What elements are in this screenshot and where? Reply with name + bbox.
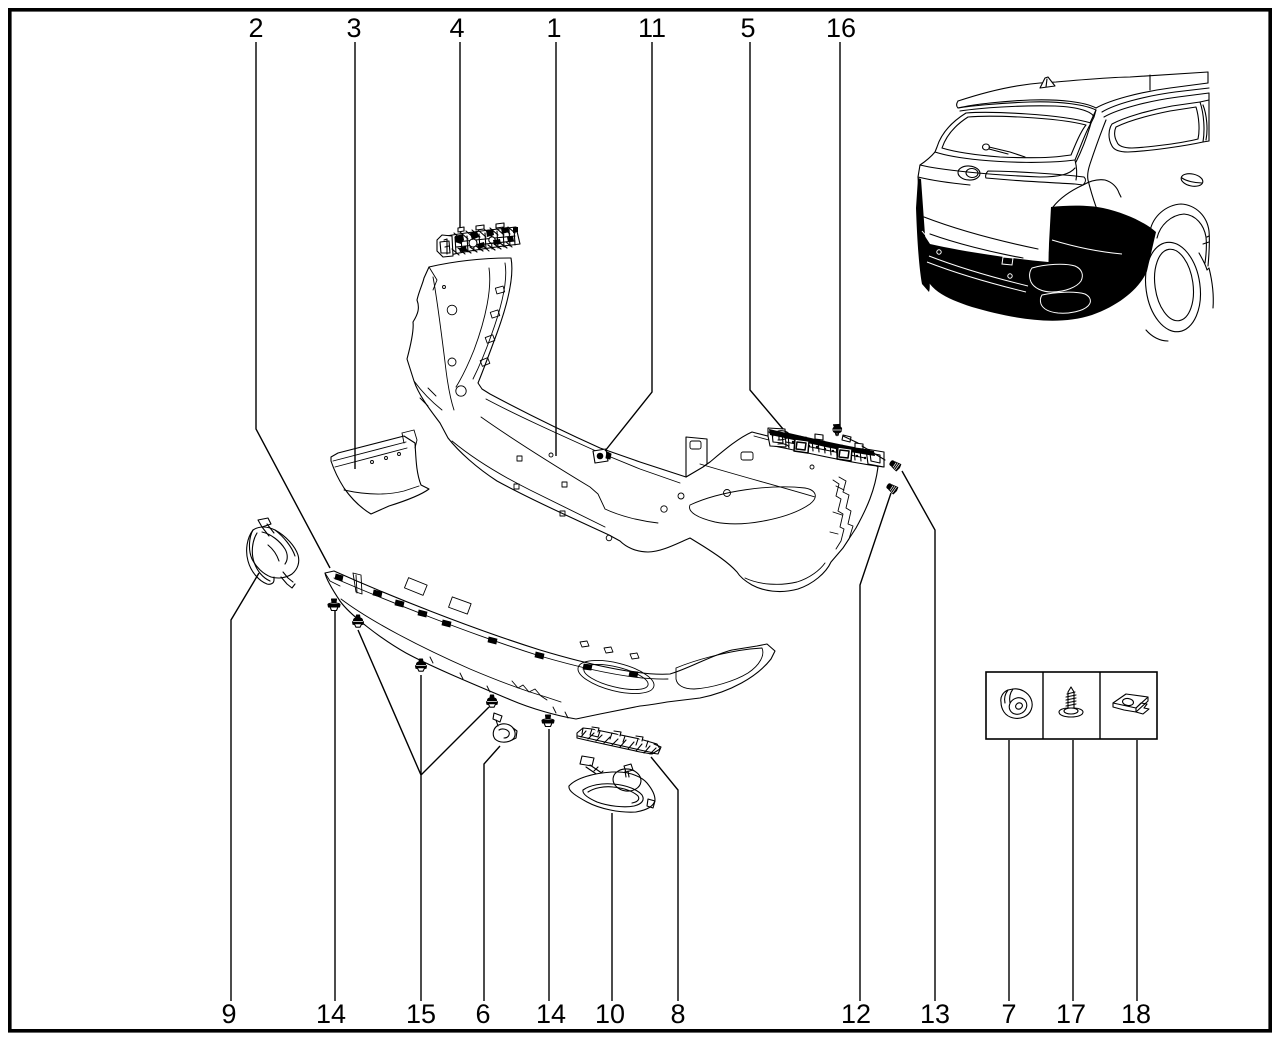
svg-text:8: 8 — [670, 999, 685, 1029]
svg-text:15: 15 — [406, 999, 436, 1029]
svg-text:10: 10 — [595, 999, 625, 1029]
svg-text:2: 2 — [248, 13, 263, 43]
svg-text:7: 7 — [1001, 999, 1016, 1029]
svg-text:13: 13 — [920, 999, 950, 1029]
svg-text:12: 12 — [841, 999, 871, 1029]
svg-text:18: 18 — [1121, 999, 1151, 1029]
svg-text:17: 17 — [1056, 999, 1086, 1029]
svg-text:11: 11 — [638, 13, 666, 43]
svg-text:16: 16 — [826, 13, 856, 43]
svg-text:14: 14 — [536, 999, 566, 1029]
svg-text:3: 3 — [346, 13, 361, 43]
svg-text:1: 1 — [546, 13, 561, 43]
svg-text:5: 5 — [740, 13, 755, 43]
svg-text:9: 9 — [221, 999, 236, 1029]
svg-text:6: 6 — [475, 999, 490, 1029]
svg-text:4: 4 — [449, 13, 464, 43]
svg-text:14: 14 — [316, 999, 346, 1029]
